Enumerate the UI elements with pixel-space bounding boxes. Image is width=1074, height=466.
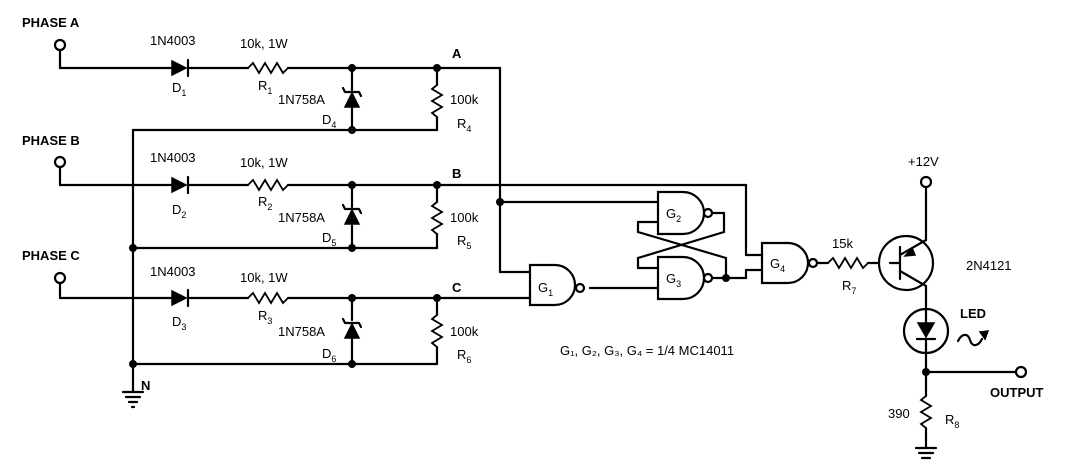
resistor-r8-value: 390: [888, 406, 910, 421]
zener-d6-part: 1N758A: [278, 324, 325, 339]
resistor-r2-rating: 10k, 1W: [240, 155, 288, 170]
resistor-r8: [919, 395, 933, 429]
transistor-2n4121: [877, 234, 935, 292]
resistor-r4-value: 100k: [450, 92, 479, 107]
diode-d1: [171, 58, 190, 78]
node-c-label: C: [452, 280, 462, 295]
zener-d4-ref: D4: [322, 112, 336, 130]
gate-g2-label: G2: [666, 206, 681, 224]
diode-d3: [171, 288, 190, 308]
supply-label: +12V: [908, 154, 939, 169]
zener-d6-ref: D6: [322, 346, 336, 364]
resistor-r4: [430, 84, 444, 118]
diode-d2: [171, 175, 190, 195]
phase-b-terminal: [53, 155, 67, 169]
resistor-r6: [430, 314, 444, 348]
ground-symbol-output: [914, 446, 938, 460]
light-emission-icon: [956, 330, 990, 347]
phase-c-terminal: [53, 271, 67, 285]
resistor-r7: [827, 256, 869, 270]
gate-g3-label: G3: [666, 271, 681, 289]
resistor-r5-value: 100k: [450, 210, 479, 225]
zener-d5-part: 1N758A: [278, 210, 325, 225]
resistor-r8-ref: R8: [945, 412, 959, 430]
resistor-r3-rating: 10k, 1W: [240, 270, 288, 285]
zener-d4-part: 1N758A: [278, 92, 325, 107]
diode-d2-part: 1N4003: [150, 150, 196, 165]
zener-d5-ref: D5: [322, 230, 336, 248]
phase-c-branch: PHASE C 1N4003 D3 10k, 1W R3 1N758A D6 1…: [22, 248, 532, 368]
gate-note: G₁, G₂, G₃, G₄ = 1/4 MC14011: [560, 343, 734, 358]
node-a-label: A: [452, 46, 462, 61]
diode-d1-part: 1N4003: [150, 33, 196, 48]
zener-d6: [341, 317, 363, 339]
resistor-r1-ref: R1: [258, 78, 272, 96]
node-b-label: B: [452, 166, 461, 181]
gate-g1: G1: [528, 263, 586, 307]
resistor-r2-ref: R2: [258, 194, 272, 212]
diode-d1-ref: D1: [172, 80, 186, 98]
phase-c-label: PHASE C: [22, 248, 80, 263]
resistor-r7-ref: R7: [842, 278, 856, 296]
resistor-r6-ref: R6: [457, 347, 471, 365]
resistor-r3: [247, 291, 289, 305]
phase-a-branch: PHASE A 1N4003 D1 10k, 1W R1 1N: [22, 15, 502, 204]
phase-b-branch: PHASE B 1N4003 D2 10k, 1W R2 1N758A D5: [22, 133, 764, 257]
resistor-r5-ref: R5: [457, 233, 471, 251]
diode-d3-part: 1N4003: [150, 264, 196, 279]
transistor-label: 2N4121: [966, 258, 1012, 273]
neutral-bus: [129, 128, 439, 394]
resistor-r1: [247, 61, 289, 75]
supply-terminal: [919, 175, 933, 189]
logic-wiring: [496, 198, 830, 290]
resistor-r5: [430, 201, 444, 235]
led: [902, 307, 950, 355]
diode-d2-ref: D2: [172, 202, 186, 220]
resistor-r2: [247, 178, 289, 192]
diode-d3-ref: D3: [172, 314, 186, 332]
resistor-r4-ref: R4: [457, 116, 471, 134]
phase-b-label: PHASE B: [22, 133, 80, 148]
resistor-r6-value: 100k: [450, 324, 479, 339]
phase-a-terminal: [53, 38, 67, 52]
gate-g4: G4: [760, 241, 819, 285]
resistor-r1-rating: 10k, 1W: [240, 36, 288, 51]
led-label: LED: [960, 306, 986, 321]
output-terminal: [1014, 365, 1028, 379]
neutral-label: N: [141, 378, 150, 393]
output-label: OUTPUT: [990, 385, 1044, 400]
resistor-r3-ref: R3: [258, 308, 272, 326]
phase-a-label: PHASE A: [22, 15, 80, 30]
resistor-r7-value: 15k: [832, 236, 853, 251]
gate-g4-label: G4: [770, 256, 785, 274]
gate-g1-label: G1: [538, 280, 553, 298]
ground-symbol: [121, 390, 145, 409]
gate-g2: G2: [656, 190, 714, 236]
gate-g3: G3: [656, 255, 714, 301]
